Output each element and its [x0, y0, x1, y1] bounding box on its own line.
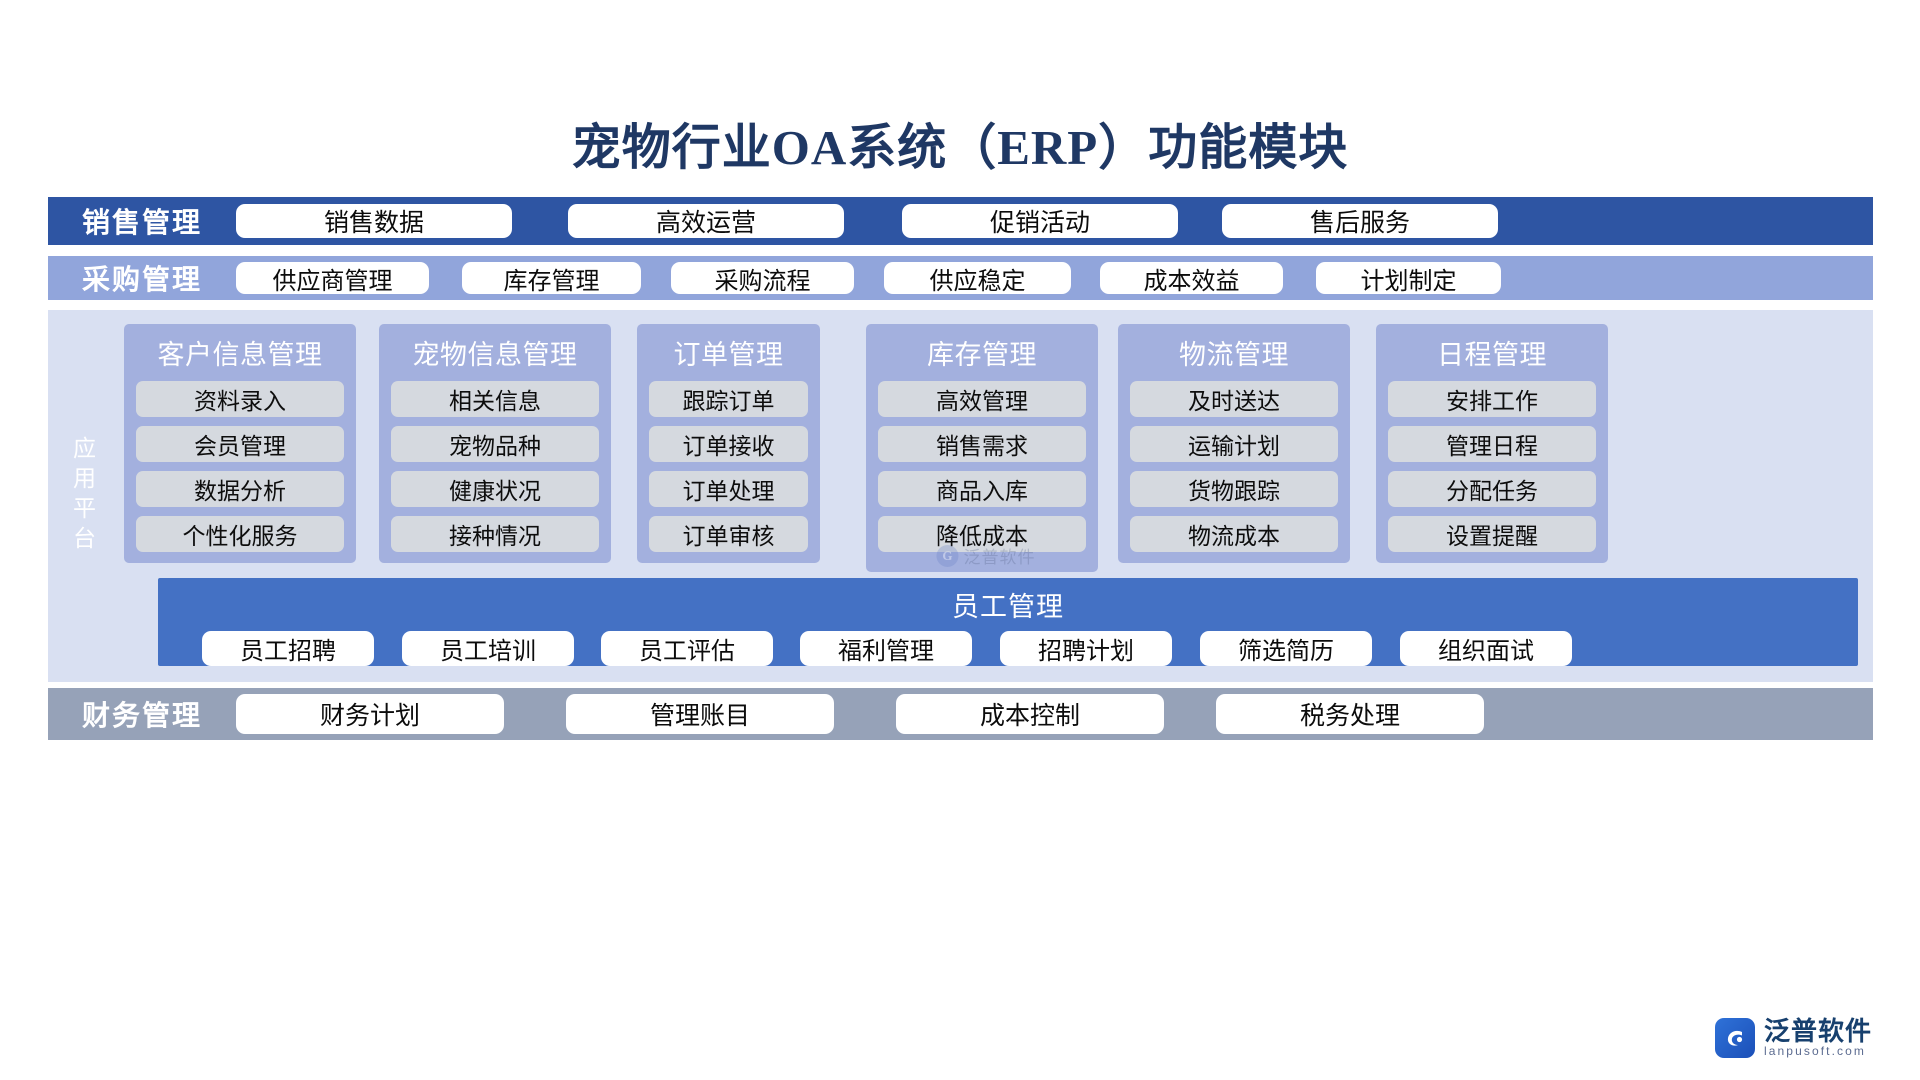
module-item[interactable]: 订单审核	[649, 516, 808, 552]
employee-item-2[interactable]: 员工评估	[601, 631, 773, 666]
module-item[interactable]: 资料录入	[136, 381, 344, 417]
sales-item-3[interactable]: 售后服务	[1222, 204, 1498, 238]
sales-item-2[interactable]: 促销活动	[902, 204, 1178, 238]
module-item[interactable]: 分配任务	[1388, 471, 1596, 507]
module-item[interactable]: 及时送达	[1130, 381, 1338, 417]
module-item[interactable]: 降低成本	[878, 516, 1086, 552]
brand-logo-text: 泛普软件 lanpusoft.com	[1763, 1016, 1872, 1059]
employee-item-5[interactable]: 筛选简历	[1200, 631, 1372, 666]
module-item[interactable]: 设置提醒	[1388, 516, 1596, 552]
purchase-item-4[interactable]: 成本效益	[1100, 262, 1283, 295]
module-card-order[interactable]: 订单管理 跟踪订单 订单接收 订单处理 订单审核	[637, 324, 820, 563]
sales-management-label: 销售管理	[81, 208, 202, 239]
finance-item-0[interactable]: 财务计划	[236, 694, 504, 734]
module-card-logistics[interactable]: 物流管理 及时送达 运输计划 货物跟踪 物流成本	[1118, 324, 1350, 563]
module-item[interactable]: 物流成本	[1130, 516, 1338, 552]
module-item[interactable]: 销售需求	[878, 426, 1086, 462]
module-card-grid: 客户信息管理 资料录入 会员管理 数据分析 个性化服务 宠物信息管理 相关信息 …	[124, 324, 1854, 572]
employee-item-6[interactable]: 组织面试	[1400, 631, 1572, 666]
finance-management-band: 财务管理 财务计划 管理账目 成本控制 税务处理	[48, 688, 1873, 740]
module-item[interactable]: 会员管理	[136, 426, 344, 462]
module-item[interactable]: 安排工作	[1388, 381, 1596, 417]
brand-url: lanpusoft.com	[1763, 1044, 1866, 1059]
finance-management-label: 财务管理	[81, 701, 202, 732]
purchase-item-0[interactable]: 供应商管理	[236, 262, 429, 295]
purchase-item-2[interactable]: 采购流程	[671, 262, 854, 295]
module-card-schedule[interactable]: 日程管理 安排工作 管理日程 分配任务 设置提醒	[1376, 324, 1608, 563]
finance-item-1[interactable]: 管理账目	[566, 694, 834, 734]
module-item[interactable]: 订单处理	[649, 471, 808, 507]
page-title: 宠物行业OA系统（ERP）功能模块	[571, 120, 1349, 175]
module-item[interactable]: 商品入库	[878, 471, 1086, 507]
module-card-customer-info[interactable]: 客户信息管理 资料录入 会员管理 数据分析 个性化服务	[124, 324, 356, 563]
module-item[interactable]: 跟踪订单	[649, 381, 808, 417]
module-item[interactable]: 健康状况	[391, 471, 599, 507]
module-item[interactable]: 高效管理	[878, 381, 1086, 417]
module-card-inventory[interactable]: 库存管理 高效管理 销售需求 商品入库 降低成本 G 泛普软件	[866, 324, 1098, 572]
module-item[interactable]: 管理日程	[1388, 426, 1596, 462]
module-item[interactable]: 数据分析	[136, 471, 344, 507]
module-card-title: 库存管理	[927, 340, 1037, 370]
purchase-management-band: 采购管理 供应商管理 库存管理 采购流程 供应稳定 成本效益 计划制定	[48, 256, 1873, 300]
brand-logo-icon	[1714, 1018, 1755, 1058]
sales-management-band: 销售管理 销售数据 高效运营 促销活动 售后服务	[48, 197, 1873, 245]
purchase-management-label: 采购管理	[81, 265, 202, 296]
sales-item-1[interactable]: 高效运营	[568, 204, 844, 238]
purchase-item-5[interactable]: 计划制定	[1316, 262, 1501, 295]
application-platform-label-text: 应用平台	[69, 436, 95, 556]
finance-item-2[interactable]: 成本控制	[896, 694, 1164, 734]
module-card-pet-info[interactable]: 宠物信息管理 相关信息 宠物品种 健康状况 接种情况	[379, 324, 611, 563]
module-card-title: 客户信息管理	[157, 340, 323, 370]
employee-item-1[interactable]: 员工培训	[402, 631, 574, 666]
employee-management-title: 员工管理	[952, 592, 1064, 622]
module-item[interactable]: 相关信息	[391, 381, 599, 417]
employee-item-0[interactable]: 员工招聘	[202, 631, 374, 666]
brand-logo: 泛普软件 lanpusoft.com	[1714, 1016, 1872, 1059]
employee-item-list: 员工招聘 员工培训 员工评估 福利管理 招聘计划 筛选简历 组织面试	[158, 624, 1858, 666]
module-card-title: 订单管理	[673, 340, 784, 370]
module-item[interactable]: 接种情况	[391, 516, 599, 552]
purchase-item-1[interactable]: 库存管理	[462, 262, 641, 295]
finance-item-3[interactable]: 税务处理	[1216, 694, 1484, 734]
purchase-item-3[interactable]: 供应稳定	[884, 262, 1071, 295]
module-item[interactable]: 宠物品种	[391, 426, 599, 462]
application-platform-label: 应用平台	[58, 310, 106, 682]
employee-item-3[interactable]: 福利管理	[800, 631, 972, 666]
employee-item-4[interactable]: 招聘计划	[1000, 631, 1172, 666]
module-item[interactable]: 订单接收	[649, 426, 808, 462]
module-card-title: 宠物信息管理	[412, 340, 578, 370]
employee-management-band: 员工管理 员工招聘 员工培训 员工评估 福利管理 招聘计划 筛选简历 组织面试	[158, 578, 1858, 666]
application-platform-section: 应用平台 客户信息管理 资料录入 会员管理 数据分析 个性化服务 宠物信息管理 …	[48, 310, 1873, 682]
module-item[interactable]: 运输计划	[1130, 426, 1338, 462]
module-card-title: 日程管理	[1437, 340, 1547, 370]
module-item[interactable]: 货物跟踪	[1130, 471, 1338, 507]
brand-name: 泛普软件	[1763, 1016, 1872, 1047]
module-card-title: 物流管理	[1179, 340, 1289, 370]
module-item[interactable]: 个性化服务	[136, 516, 344, 552]
sales-item-0[interactable]: 销售数据	[236, 204, 512, 238]
